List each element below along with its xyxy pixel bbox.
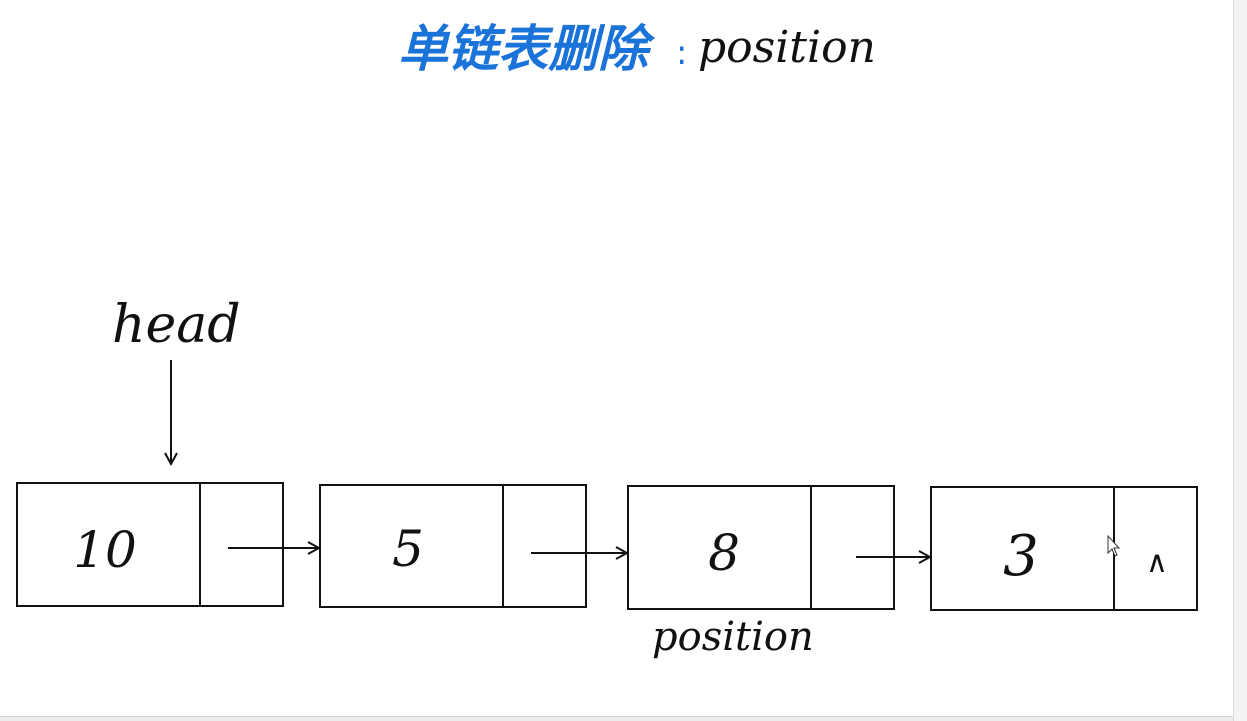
node-data: 10	[73, 521, 137, 579]
mouse-cursor-icon	[1107, 534, 1121, 557]
node-box	[930, 486, 1198, 611]
list-node: 10	[16, 482, 284, 607]
list-node: 5	[319, 484, 587, 608]
list-node: 3 ∧	[930, 486, 1198, 611]
node-data: 3	[1003, 524, 1039, 589]
title-separator: :	[676, 33, 687, 73]
node-next-null: ∧	[1146, 545, 1168, 580]
title-keyword: position	[698, 22, 876, 73]
head-label: head	[112, 295, 241, 355]
vertical-scrollbar[interactable]	[1233, 0, 1247, 721]
node-data: 8	[708, 524, 740, 582]
node-box	[16, 482, 284, 607]
title-chinese: 单链表删除	[398, 20, 656, 78]
node-data: 5	[392, 520, 424, 578]
node-box	[319, 484, 587, 608]
list-node: 8	[627, 485, 895, 610]
position-label: position	[652, 614, 814, 660]
node-box	[627, 485, 895, 610]
bottom-edge	[0, 716, 1233, 721]
